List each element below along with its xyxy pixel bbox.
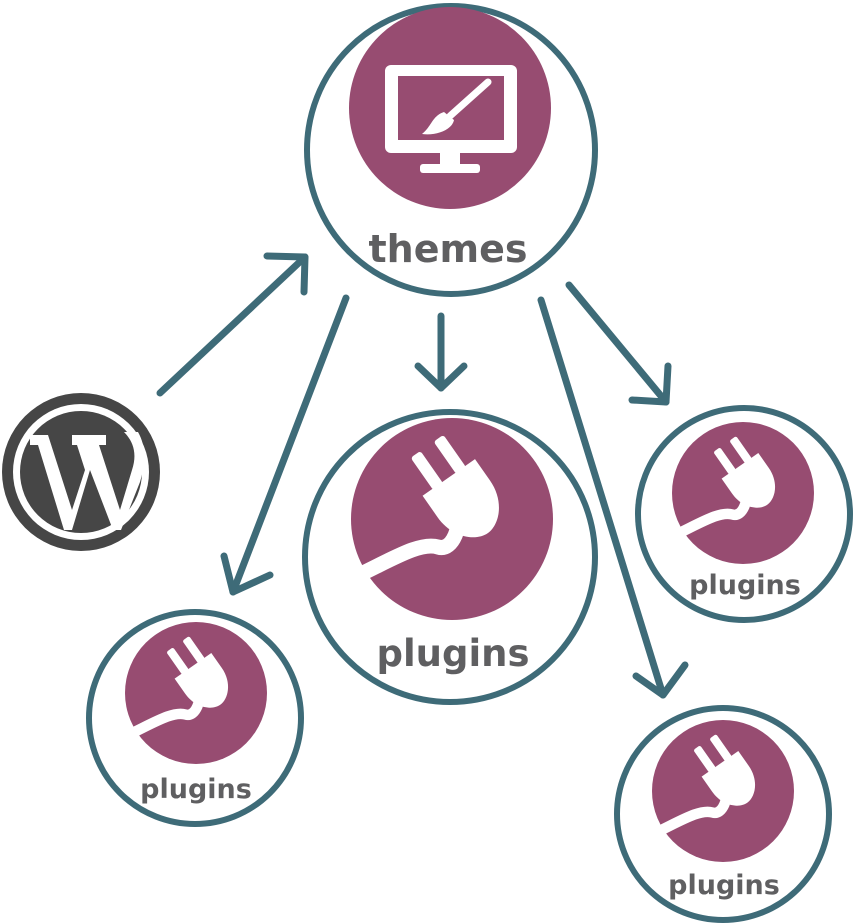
arrow-themes-to-plugins-bottom-right: [537, 296, 689, 699]
plugins-center-node: plugins: [302, 409, 598, 705]
themes-node: themes: [304, 3, 598, 297]
arrow-wordpress-to-themes: [156, 252, 309, 397]
plugins-right-node: plugins: [635, 405, 853, 623]
arrow-themes-to-plugins-left: [220, 294, 350, 596]
arrow-themes-to-plugins-center: [414, 312, 468, 392]
plugins-bottom-right-node: plugins: [614, 705, 832, 923]
plugins-right-label: plugins: [689, 570, 801, 601]
wordpress-node: [2, 393, 160, 551]
plugins-left-node: plugins: [86, 609, 304, 827]
plugins-bottom-right-label: plugins: [668, 870, 780, 901]
themes-label: themes: [369, 227, 528, 271]
arrows: [156, 252, 689, 699]
plugins-left-label: plugins: [140, 774, 252, 805]
arrow-themes-to-plugins-right: [565, 281, 672, 406]
plugins-center-label: plugins: [376, 632, 529, 675]
monitor-paintbrush-icon: [385, 65, 517, 173]
wordpress-logo-icon: [2, 393, 160, 551]
